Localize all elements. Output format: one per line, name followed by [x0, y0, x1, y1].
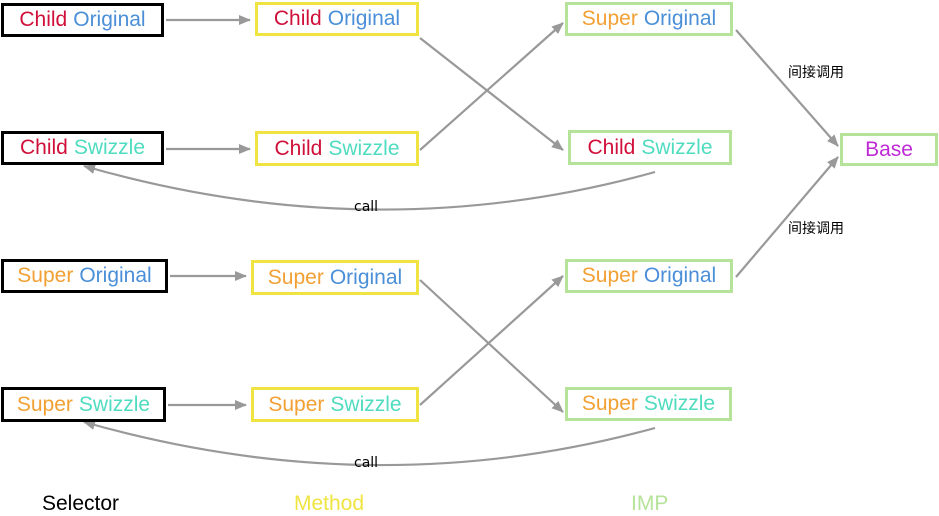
- method-child-original: Child Original: [255, 2, 419, 36]
- word-original: Original: [79, 264, 152, 287]
- word-original: Original: [73, 8, 146, 31]
- word-super: Super: [16, 392, 73, 416]
- note-indirect-call-bottom: 间接调用: [788, 221, 844, 237]
- note-call-bottom: call: [354, 455, 379, 471]
- arrow-child-swizzle-to-super-original-imp: [419, 22, 564, 151]
- arrow-child-original-to-child-swizzle-imp: [419, 37, 564, 151]
- arrow-imp-bottom-to-base: [735, 156, 839, 278]
- curve-call-top: [83, 164, 656, 211]
- arrow-super-swizzle-to-super-original-imp: [419, 275, 564, 406]
- word-child: Child: [19, 136, 68, 159]
- note-indirect-call-top: 间接调用: [788, 65, 844, 81]
- word-swizzle: Swizzle: [73, 136, 146, 159]
- word-original: Original: [643, 264, 717, 287]
- method-super-original: Super Original: [251, 260, 419, 295]
- imp-super-original-bottom: Super Original: [565, 259, 733, 293]
- word-swizzle: Swizzle: [78, 392, 151, 416]
- word-original: Original: [327, 7, 401, 30]
- word-super: Super: [268, 392, 325, 416]
- word-swizzle: Swizzle: [641, 135, 713, 159]
- word-super: Super: [581, 392, 638, 415]
- word-child: Child: [587, 135, 636, 159]
- word-original: Original: [329, 265, 403, 289]
- legend-method: Method: [294, 492, 365, 515]
- word-child: Child: [273, 7, 322, 30]
- selector-super-original: Super Original: [1, 259, 168, 293]
- word-super: Super: [581, 7, 638, 30]
- word-original: Original: [643, 7, 717, 30]
- word-super: Super: [267, 265, 324, 289]
- word-super: Super: [581, 264, 638, 287]
- base-label: Base: [865, 137, 913, 161]
- method-child-swizzle: Child Swizzle: [255, 131, 419, 166]
- curve-call-bottom: [83, 420, 656, 467]
- word-swizzle: Swizzle: [328, 136, 400, 160]
- selector-child-original: Child Original: [1, 3, 164, 37]
- method-super-swizzle: Super Swizzle: [251, 387, 419, 422]
- selector-super-swizzle: Super Swizzle: [1, 387, 166, 422]
- legend-selector: Selector: [42, 492, 120, 515]
- imp-child-swizzle: Child Swizzle: [568, 130, 732, 165]
- word-child: Child: [19, 8, 68, 31]
- word-swizzle: Swizzle: [643, 392, 716, 415]
- arrow-super-original-to-super-swizzle-imp: [419, 279, 564, 413]
- base-node: Base: [840, 133, 938, 166]
- imp-super-original-top: Super Original: [565, 2, 733, 36]
- word-child: Child: [274, 136, 323, 160]
- word-swizzle: Swizzle: [330, 392, 402, 416]
- note-call-top: call: [354, 199, 379, 215]
- legend-imp: IMP: [631, 492, 669, 515]
- imp-super-swizzle: Super Swizzle: [565, 387, 732, 421]
- arrow-imp-top-to-base: [735, 29, 839, 147]
- word-super: Super: [17, 264, 74, 287]
- selector-child-swizzle: Child Swizzle: [1, 131, 164, 165]
